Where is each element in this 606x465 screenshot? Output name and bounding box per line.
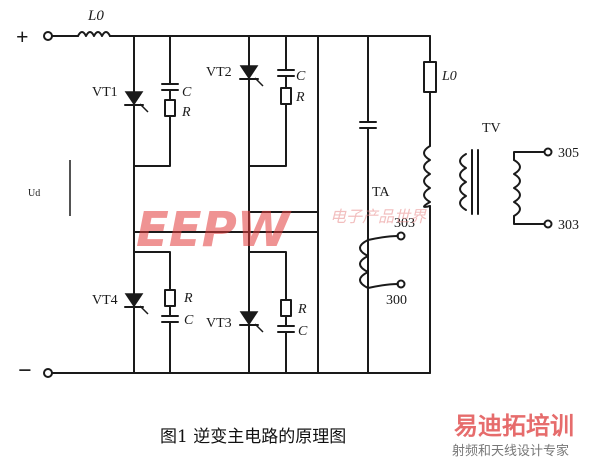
ta-label: TA [372, 185, 390, 200]
svg-text:EEPW: EEPW [136, 202, 292, 258]
vt1-snubber: C R [133, 35, 192, 167]
bridge-output-leads [133, 211, 319, 233]
load-capacitor [359, 35, 377, 374]
vt3-r-label: R [297, 302, 307, 317]
svg-text:易迪拓培训: 易迪拓培训 [454, 412, 574, 440]
vt2-c-label: C [296, 69, 306, 84]
input-inductor-label: L0 [87, 8, 104, 24]
current-transformer: TA 303 300 [359, 185, 415, 308]
vt3-thyristor: VT3 [206, 311, 264, 333]
dc-voltage-label: Ud [28, 188, 40, 199]
vt1-c-label: C [182, 85, 192, 100]
vt1-r-label: R [181, 105, 191, 120]
vt4-r-label: R [183, 291, 193, 306]
positive-terminal: + [16, 24, 53, 49]
vt2-label: VT2 [206, 65, 232, 80]
svg-text:−: − [18, 358, 32, 384]
node-305: 305 [558, 146, 579, 161]
node-303-tv: 303 [558, 218, 579, 233]
input-inductor: L0 [51, 8, 135, 37]
node-303-ta: 303 [394, 216, 415, 231]
negative-terminal: − [18, 358, 53, 384]
eepw-watermark: EEPW 电子产品世界 [136, 202, 427, 258]
voltage-transformer: TV 305 303 [423, 121, 579, 233]
vt1-label: VT1 [92, 85, 118, 100]
vt2-thyristor: VT2 [206, 65, 264, 87]
dc-voltage: Ud [28, 160, 71, 216]
svg-text:+: + [16, 24, 29, 49]
svg-text:射频和天线设计专家: 射频和天线设计专家 [452, 443, 569, 459]
load-circuit [317, 35, 431, 374]
vt4-c-label: C [184, 313, 194, 328]
output-inductor: L0 [423, 61, 457, 93]
vt2-snubber: C R [248, 35, 306, 167]
edu-logo-watermark: 易迪拓培训 射频和天线设计专家 [452, 412, 574, 459]
vt1-thyristor: VT1 [92, 85, 149, 113]
vt3-label: VT3 [206, 316, 232, 331]
vt4-snubber: R C [133, 251, 194, 374]
figure-caption: 图1 逆变主电路的原理图 [160, 427, 346, 447]
tv-label: TV [482, 121, 501, 136]
vt3-snubber: R C [248, 251, 308, 374]
vt4-label: VT4 [92, 293, 118, 308]
output-inductor-label: L0 [441, 69, 457, 84]
svg-text:电子产品世界: 电子产品世界 [330, 207, 427, 226]
node-300: 300 [386, 293, 407, 308]
vt2-r-label: R [295, 90, 305, 105]
vt4-thyristor: VT4 [92, 293, 149, 315]
vt3-c-label: C [298, 324, 308, 339]
